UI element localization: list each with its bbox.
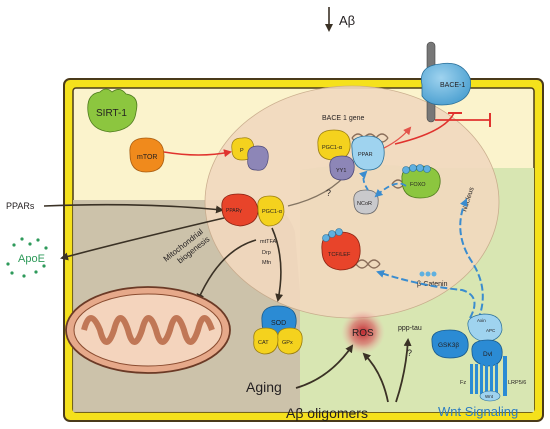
apc-label: APC [486,328,496,333]
bace1-gene-label: BACE 1 gene [322,115,365,122]
dvl-label: Dvl [483,351,493,358]
ab-oligomers-tau-arrow [395,338,412,403]
mito-item-2: Mfn [262,260,271,266]
pgc1a-cyto-protein [257,195,285,227]
dvl-protein [471,339,503,367]
pgc1a-nuc-protein [317,129,351,161]
mito-cristae [81,315,215,345]
ppars-label: PPARs [6,201,35,211]
ppar-nuc-label: PPAR [358,152,373,158]
wnt-ligand [479,390,501,402]
mito-item-0: mtTFA [260,239,277,245]
wnt-to-tcf-arrow [376,270,476,319]
pgc-to-sod-arrow [271,227,284,302]
pparg-label: PPARγ [226,208,242,214]
gpx-label: GPx [282,340,293,346]
ppars-external: PPARs [6,201,224,214]
axin-protein [467,313,503,343]
antioxidant-complex: SOD CAT GPx [253,305,303,355]
ab-oligomers-label: Aβ oligomers [286,405,368,421]
sirt1-label: SIRT-1 [96,108,127,119]
ab-input: Aβ [325,7,355,32]
beta-catenin-beads [419,271,437,277]
lrp-receptor [503,356,507,396]
wnt-question: ? [407,348,412,358]
wnt-pathway: β-Catenin GSK3β Axin APC Dvl [341,126,526,419]
mtor: mTOR [129,137,232,173]
gsk3b-protein [431,329,469,359]
bace1-inhibit-arrow [394,112,455,145]
apoe: ApoE [6,237,48,278]
ppar-nuc-protein [351,135,385,171]
ppp-tau-label: ppp-tau [398,325,422,332]
frizzled-receptor [470,364,498,394]
wnt-ligand-label: Wnt [485,394,494,399]
bace1-protein [421,62,471,106]
mtor-label: mTOR [137,154,157,161]
ros-label: ROS [352,328,374,339]
apoe-label: ApoE [18,253,45,265]
ncor-to-ppar-arrow [358,170,369,191]
svg-text:P: P [240,148,244,154]
ppar-pgc-cyto: PPARγ PGC1-α mtTFA Drp Mfn [60,169,351,302]
lrp-label: LRP5/6 [508,380,526,386]
bace1-receptor: BACE-1 [394,41,491,145]
foxo-to-ncor-arrow [374,182,407,198]
ncor-protein [353,189,379,215]
gpx-protein [277,327,303,355]
foxo-label: FOXO [410,182,426,188]
pgc1a-nuc-label: PGC1-α [322,145,343,151]
ppars-arrow [43,203,224,214]
pparg-to-apoe-arrow [60,217,225,261]
aging-label: Aging [246,379,282,395]
pparg-to-mito-arrow [196,239,257,302]
mtor-arrow [163,149,232,158]
wnt-signaling-title: Wnt Signaling [438,404,518,419]
sirt1: SIRT-1 [87,88,138,133]
mtor-protein [129,137,165,173]
sirt1-protein [87,88,138,133]
ab-input-label: Aβ [339,13,355,28]
ros-glow [341,310,385,354]
axin-label: Axin [477,318,486,323]
mtor-target-complex: P [231,137,269,171]
mitochondrion [65,286,231,374]
beta-catenin-label: β-Catenin [417,281,448,288]
aging-arrow [295,344,354,389]
tcf-label: TCF/LEF [328,252,351,258]
pgc1a-cyto-label: PGC1-α [262,209,283,215]
yy1-protein [329,155,355,181]
yy1-label: YY1 [336,168,346,174]
external-stressors: Aging Aβ oligomers [246,338,412,421]
sod-label: SOD [271,320,286,327]
nucleus-question: ? [326,188,331,198]
mito-item-1: Drp [262,250,271,256]
ab-oligomers-ros-arrow [362,352,389,403]
ncor-label: NCoR [357,201,372,207]
foxo-beta-catenin [402,164,431,174]
wnt-to-foxo-arrow [459,198,484,321]
fz-label: Fz [460,380,466,386]
nucleus-content: BACE 1 gene PGC1-α YY1 PPAR NCoR ? FOXO … [317,115,476,271]
tcf-beta-catenin [322,228,343,242]
gsk3b-label: GSK3β [438,342,459,349]
cat-label: CAT [258,340,269,346]
bace1-label: BACE-1 [440,82,465,89]
